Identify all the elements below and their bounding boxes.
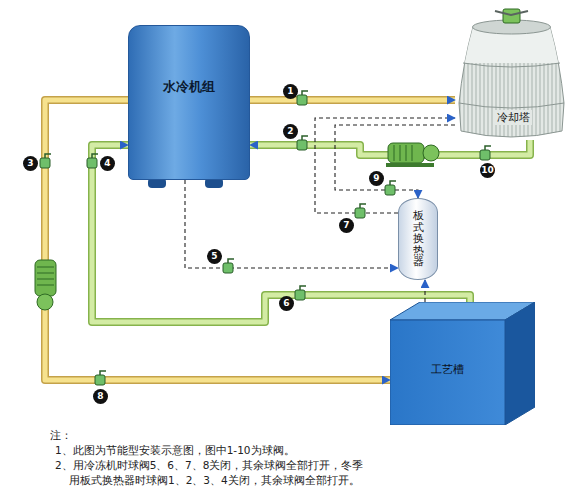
note-text: 1、此图为节能型安装示意图，图中1-10为球阀。 (55, 443, 555, 458)
callout-number: 2 (283, 124, 298, 139)
dashed-pipe (335, 125, 455, 198)
process-tank: 工艺槽 (390, 302, 535, 425)
ball-valve (223, 259, 234, 273)
note-text: 注： (50, 428, 110, 443)
pump-tower-side (386, 143, 439, 167)
ball-valve (297, 136, 308, 150)
callout-number: 9 (369, 171, 384, 186)
ball-valve (355, 204, 366, 218)
callout-number: 5 (207, 249, 222, 264)
callout-number: 1 (283, 84, 298, 99)
plate-heat-exchanger: 板式换热器 (398, 198, 438, 280)
pump-left (35, 260, 56, 310)
ball-valve (480, 146, 491, 160)
callout-number: 3 (23, 156, 38, 171)
ball-valve (385, 181, 396, 195)
node-label: 工艺槽 (390, 362, 505, 377)
ball-valve (40, 154, 51, 168)
chiller-unit: 水冷机组 (128, 25, 250, 180)
callout-number: 6 (279, 296, 294, 311)
dashed-pipe (425, 280, 426, 302)
node-label: 板式换热器 (413, 210, 424, 268)
dashed-pipe (315, 118, 455, 213)
ball-valve (295, 286, 306, 300)
callout-number: 10 (480, 163, 495, 178)
dashed-pipe (185, 180, 398, 268)
ball-valve (95, 371, 106, 385)
ball-valve (297, 91, 308, 105)
ball-valve (87, 154, 98, 168)
callout-number: 4 (100, 156, 115, 171)
node-label: 水冷机组 (129, 78, 249, 96)
callout-number: 8 (93, 389, 108, 404)
water-pipe (250, 100, 455, 101)
cooling-tower: 冷却塔 (455, 3, 568, 140)
note-text: 2、用冷冻机时球阀5、6、7、8关闭，其余球阀全部打开，冬季 用板式换热器时球阀… (55, 458, 369, 488)
node-label: 冷却塔 (495, 110, 532, 125)
callout-number: 7 (339, 218, 354, 233)
